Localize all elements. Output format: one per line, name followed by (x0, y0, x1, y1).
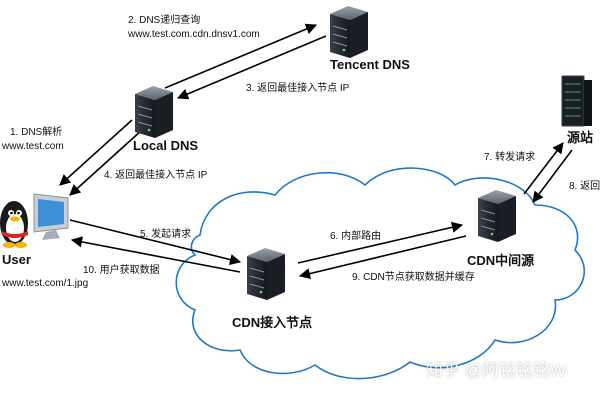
step1-url: www.test.com (2, 141, 64, 152)
step6-label: 6. 内部路由 (330, 231, 382, 242)
node-cdn-mid-title: CDN中间源 (467, 253, 535, 268)
step10-label: 10. 用户获取数据 (83, 265, 160, 276)
node-cdn-edge-title: CDN接入节点 (232, 315, 313, 330)
step2-label: 2. DNS递归查询 (128, 15, 201, 26)
arrow-step2 (164, 23, 318, 89)
arrow-step10 (70, 236, 241, 273)
arrows (59, 23, 573, 280)
step4-label: 4. 返回最佳接入节点 IP (104, 170, 208, 181)
watermark: 知乎 @阿铭铭铭W (426, 361, 567, 380)
arrow-step9 (298, 235, 467, 280)
step1-label: 1. DNS解析 (10, 127, 63, 138)
arrow-step8 (532, 149, 573, 203)
step3-label: 3. 返回最佳接入节点 IP (246, 83, 350, 94)
step9-label: 9. CDN节点获取数据并缓存 (352, 272, 475, 283)
arrow-step4 (69, 129, 143, 196)
step2-url: www.test.com.cdn.dnsv1.com (128, 29, 260, 40)
user-monitor-icon (33, 193, 69, 240)
step7-label: 7. 转发请求 (484, 152, 536, 163)
node-user-title: User (2, 252, 31, 267)
arrow-step7 (523, 142, 564, 195)
user-penguin-icon (0, 201, 28, 248)
node-local-dns-title: Local DNS (133, 138, 199, 153)
node-tencent-dns-title: Tencent DNS (330, 57, 410, 72)
cdn-mid-server-icon (478, 190, 516, 242)
step5-label: 5. 发起请求 (140, 229, 192, 240)
origin-server-rack-icon (561, 75, 592, 127)
tencent-dns-server-icon (330, 6, 368, 58)
arrow-step6 (297, 221, 464, 264)
user-url-label: www.test.com/1.jpg (2, 278, 89, 289)
step8-label: 8. 返回 (569, 181, 600, 192)
arrow-step3 (176, 35, 327, 100)
node-origin-title: 源站 (567, 130, 594, 145)
arrow-step5 (69, 219, 242, 266)
cdn-edge-server-icon (247, 248, 285, 300)
arrow-step1 (59, 119, 133, 186)
local-dns-server-icon (135, 86, 173, 138)
